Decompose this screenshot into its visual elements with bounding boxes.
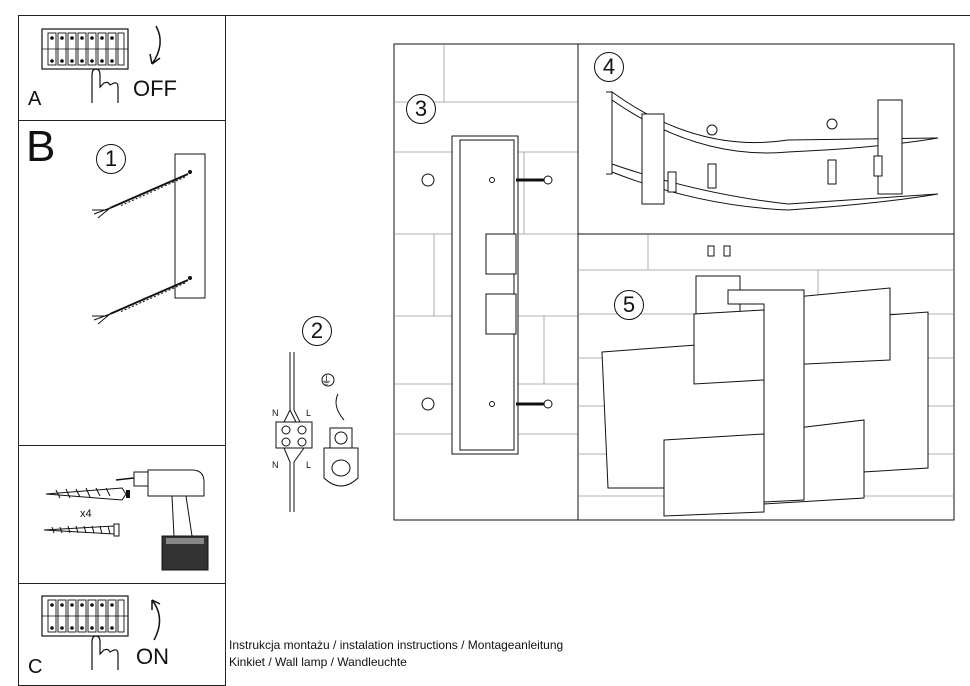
step-5-number: 5 [614, 290, 644, 320]
panel-c-letter: C [28, 656, 43, 678]
wire-label-n-bottom: N [272, 460, 279, 470]
panel-c-on-label: ON [136, 644, 169, 669]
quantity-label: x4 [80, 508, 92, 520]
footer-title: Instrukcja montażu / instalation instruc… [229, 638, 564, 652]
step-4-number: 4 [594, 52, 624, 82]
drill-icon [115, 469, 209, 571]
top-rule [226, 15, 970, 16]
wire-label-n-top: N [272, 408, 279, 418]
breaker-box-off-icon [41, 28, 129, 103]
arrow-up-icon [151, 599, 161, 641]
shade-assembly-figure [577, 43, 955, 235]
footer-subtitle: Kinkiet / Wall lamp / Wandleuchte [229, 655, 407, 669]
step-1-number: 1 [96, 144, 126, 174]
terminal-block-figure [275, 352, 359, 512]
screw-icon [43, 523, 120, 537]
breaker-box-on-icon [41, 595, 129, 670]
step-2-number: 2 [302, 316, 332, 346]
earth-symbol: ⏚ [321, 375, 332, 387]
panel-b-letter: B [26, 122, 56, 171]
wire-label-l-bottom: L [306, 460, 312, 470]
step-3-number: 3 [406, 94, 436, 124]
wall-plugs-icon [45, 487, 130, 501]
divider-a-b [18, 120, 226, 121]
wire-label-l-top: L [306, 408, 312, 418]
arrow-down-icon [149, 25, 161, 65]
frame-left-column [18, 15, 226, 686]
divider-b-drill [18, 445, 226, 446]
panel-a-off-label: OFF [133, 76, 177, 101]
wall-bracket-figure [393, 43, 579, 521]
lamp-assembled-figure [577, 233, 955, 521]
panel-a-letter: A [28, 88, 42, 110]
divider-drill-c [18, 583, 226, 584]
wall-plate-wiring-figure [92, 153, 206, 325]
